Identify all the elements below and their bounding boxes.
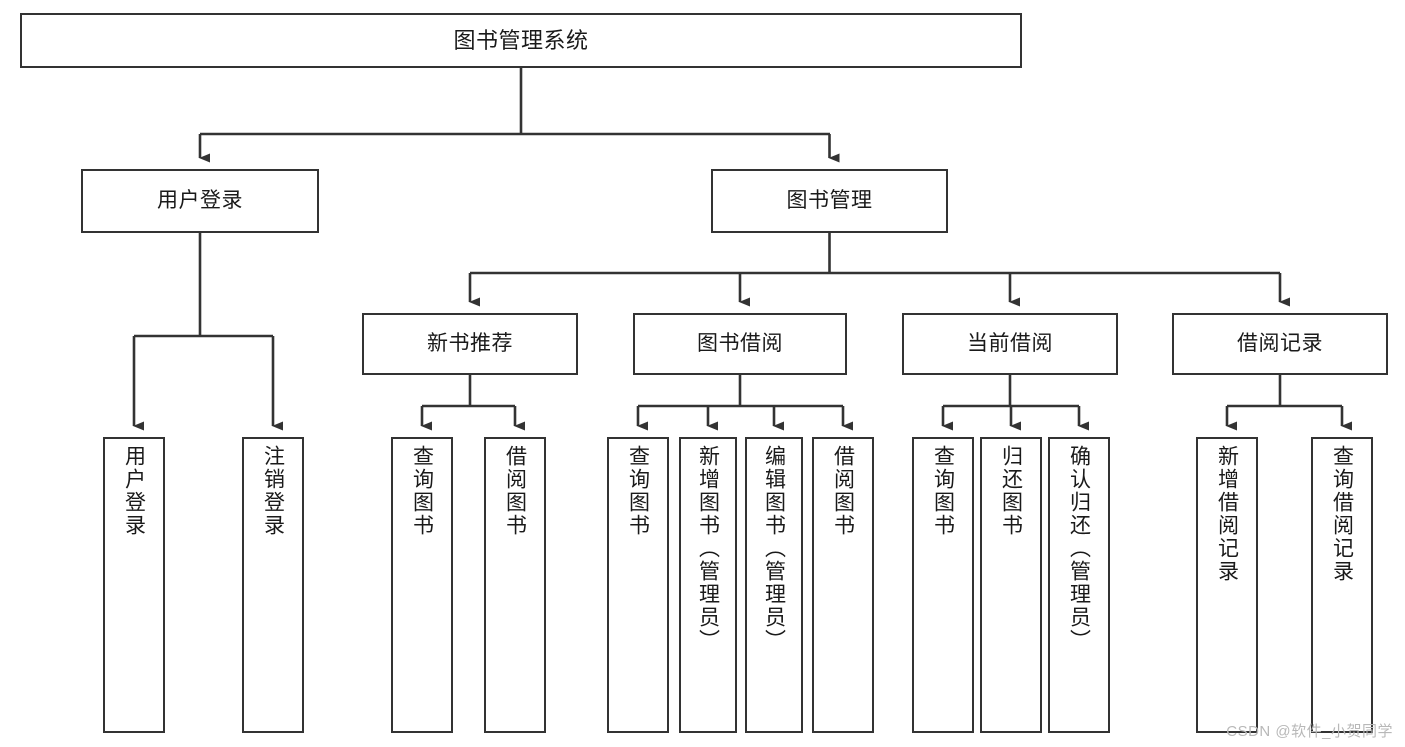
node-leaf-11-label: 新增借阅记录 [1215, 445, 1239, 583]
node-leaf-5-label: 新增图书（管理员） [696, 445, 720, 652]
node-level2-借阅记录[interactable]: 借阅记录 [1172, 313, 1388, 375]
node-leaf-1[interactable]: 注销登录 [242, 437, 304, 733]
node-leaf-2[interactable]: 查询图书 [391, 437, 453, 733]
node-leaf-3-label: 借阅图书 [503, 445, 527, 537]
node-level1-图书管理-label: 图书管理 [786, 188, 873, 212]
node-leaf-1-label: 注销登录 [261, 445, 285, 537]
node-leaf-6[interactable]: 编辑图书（管理员） [745, 437, 803, 733]
node-leaf-3[interactable]: 借阅图书 [484, 437, 546, 733]
node-leaf-9-label: 归还图书 [999, 445, 1023, 537]
node-level1-用户登录-label: 用户登录 [157, 188, 243, 212]
node-level2-当前借阅-label: 当前借阅 [967, 331, 1053, 355]
node-level2-借阅记录-label: 借阅记录 [1237, 331, 1323, 355]
node-leaf-4-label: 查询图书 [626, 445, 650, 537]
node-leaf-6-label: 编辑图书（管理员） [762, 445, 786, 652]
node-leaf-11[interactable]: 新增借阅记录 [1196, 437, 1258, 733]
node-level2-图书借阅-label: 图书借阅 [697, 331, 783, 355]
node-leaf-4[interactable]: 查询图书 [607, 437, 669, 733]
node-leaf-0[interactable]: 用户登录 [103, 437, 165, 733]
node-leaf-8-label: 查询图书 [931, 445, 955, 537]
node-leaf-2-label: 查询图书 [410, 445, 434, 537]
node-root-图书管理系统-label: 图书管理系统 [453, 27, 589, 53]
node-leaf-10[interactable]: 确认归还（管理员） [1048, 437, 1110, 733]
node-leaf-0-label: 用户登录 [122, 445, 146, 537]
node-leaf-5[interactable]: 新增图书（管理员） [679, 437, 737, 733]
node-leaf-10-label: 确认归还（管理员） [1067, 445, 1091, 652]
node-leaf-12-label: 查询借阅记录 [1330, 445, 1354, 583]
node-leaf-12[interactable]: 查询借阅记录 [1311, 437, 1373, 733]
node-level2-图书借阅[interactable]: 图书借阅 [633, 313, 847, 375]
node-leaf-9[interactable]: 归还图书 [980, 437, 1042, 733]
node-level1-用户登录[interactable]: 用户登录 [81, 169, 319, 233]
node-level2-新书推荐-label: 新书推荐 [427, 331, 513, 355]
node-leaf-8[interactable]: 查询图书 [912, 437, 974, 733]
node-level2-新书推荐[interactable]: 新书推荐 [362, 313, 578, 375]
node-level1-图书管理[interactable]: 图书管理 [711, 169, 948, 233]
node-leaf-7[interactable]: 借阅图书 [812, 437, 874, 733]
node-root-图书管理系统[interactable]: 图书管理系统 [20, 13, 1022, 68]
node-level2-当前借阅[interactable]: 当前借阅 [902, 313, 1118, 375]
node-leaf-7-label: 借阅图书 [831, 445, 855, 537]
